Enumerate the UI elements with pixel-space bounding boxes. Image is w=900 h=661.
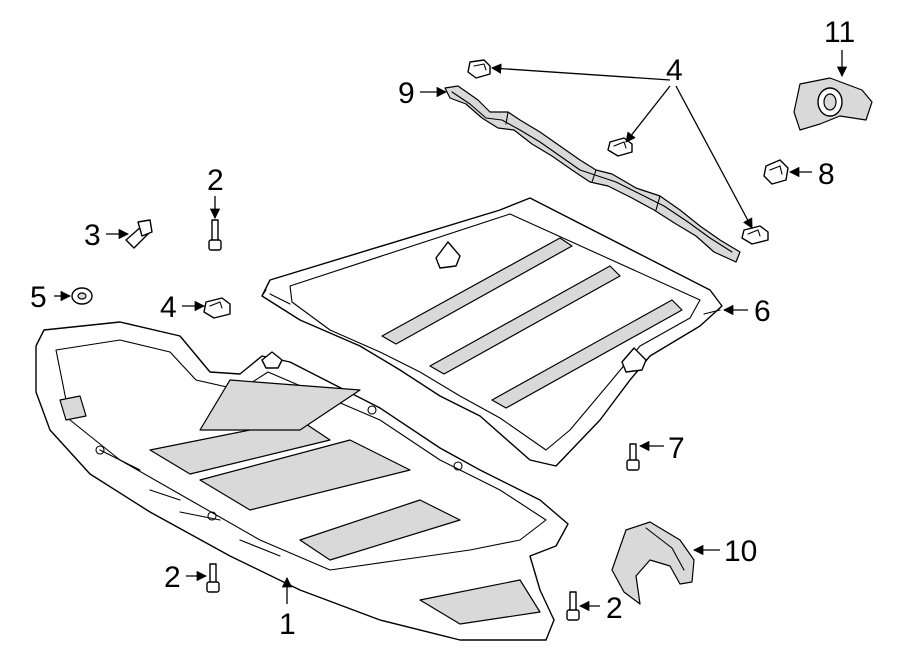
- callout-labels: 1 2 2 2 3 4 4 5 6 7 8 9 10 11: [30, 16, 855, 641]
- callout-4-left: 4: [160, 291, 177, 324]
- front-shield-part: [35, 321, 569, 641]
- clip-nut-lower-part: [203, 297, 231, 319]
- bolt-part-2-top: [208, 219, 222, 251]
- bracket-part: [793, 77, 873, 131]
- callout-3: 3: [84, 219, 101, 252]
- callout-9: 9: [398, 77, 415, 110]
- callout-10: 10: [724, 535, 757, 568]
- reinforcement-bar-part: [444, 85, 741, 263]
- side-deflector-part: [611, 521, 695, 605]
- bolt-part-2-left: [206, 563, 220, 593]
- callout-6: 6: [754, 295, 771, 328]
- leader-lines: [54, 50, 848, 612]
- screw-part-3: [125, 219, 153, 249]
- bolt-part-2-right: [566, 591, 580, 621]
- clip-nut-part-8: [763, 159, 789, 185]
- callout-8: 8: [818, 158, 835, 191]
- bolt-part-7: [626, 443, 640, 471]
- callout-5: 5: [30, 281, 47, 314]
- callout-2-top: 2: [207, 164, 224, 197]
- callout-7: 7: [668, 432, 685, 465]
- callout-2-left: 2: [164, 561, 181, 594]
- callout-1: 1: [279, 608, 296, 641]
- clip-nut-upper-part: [467, 59, 491, 79]
- clip-nut-right-part: [741, 225, 769, 245]
- rear-shield-panel-part: [261, 197, 723, 467]
- clip-nut-middle-part: [607, 137, 633, 157]
- callout-2-right: 2: [606, 592, 623, 625]
- grommet-part-5: [71, 287, 93, 305]
- callout-4-top: 4: [666, 54, 683, 87]
- callout-11: 11: [824, 16, 855, 49]
